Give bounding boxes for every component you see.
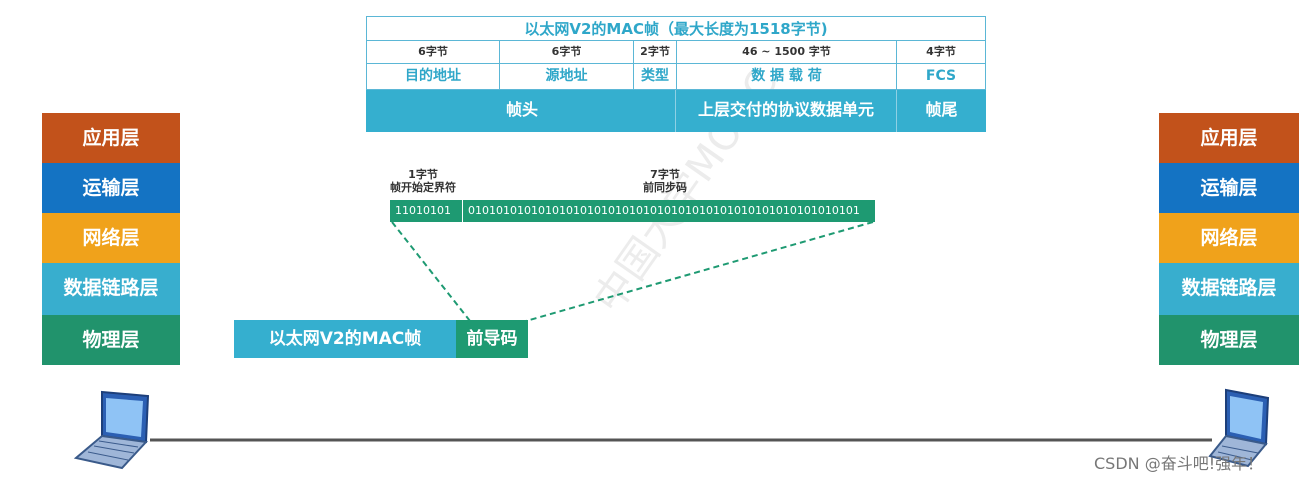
left-layer-transport: 运输层 xyxy=(42,163,180,213)
right-layer-transport: 运输层 xyxy=(1159,163,1299,213)
left-layer-physical: 物理层 xyxy=(42,315,180,365)
right-layer-physical: 物理层 xyxy=(1159,315,1299,365)
sfd-name: 帧开始定界符 xyxy=(390,181,456,194)
right-layer-datalink: 数据链路层 xyxy=(1159,263,1299,315)
right-layer-network: 网络层 xyxy=(1159,213,1299,263)
left-layer-application: 应用层 xyxy=(42,113,180,163)
left-laptop-icon xyxy=(73,390,150,470)
sfd-size: 1字节 xyxy=(408,168,438,181)
sync-size: 7字节 xyxy=(650,168,680,181)
right-laptop-icon xyxy=(1208,388,1270,468)
mac-frame-diagram: 以太网V2的MAC帧（最大长度为1518字节) 6字节 6字节 2字节 46 ~… xyxy=(366,16,986,132)
band-header: 帧头 xyxy=(366,90,676,132)
sync-bits-box: 0101010101010101010101010101010101010101… xyxy=(463,200,875,222)
zoom-line-left xyxy=(391,221,471,322)
left-layer-network: 网络层 xyxy=(42,213,180,263)
band-trailer: 帧尾 xyxy=(897,90,986,132)
bottom-preamble: 前导码 xyxy=(456,320,528,358)
left-layer-datalink: 数据链路层 xyxy=(42,263,180,315)
credit-text: CSDN @奋斗吧!强年！ xyxy=(1094,454,1264,473)
zoom-line-right xyxy=(525,221,874,322)
field-fcs: FCS xyxy=(896,63,986,90)
sfd-bits-box: 11010101 xyxy=(390,200,462,222)
band-header-label: 帧头 xyxy=(506,100,539,119)
sync-name: 前同步码 xyxy=(643,181,687,194)
bottom-mac-frame: 以太网V2的MAC帧 xyxy=(234,320,456,358)
right-layer-application: 应用层 xyxy=(1159,113,1299,163)
band-payload: 上层交付的协议数据单元 xyxy=(676,90,897,132)
